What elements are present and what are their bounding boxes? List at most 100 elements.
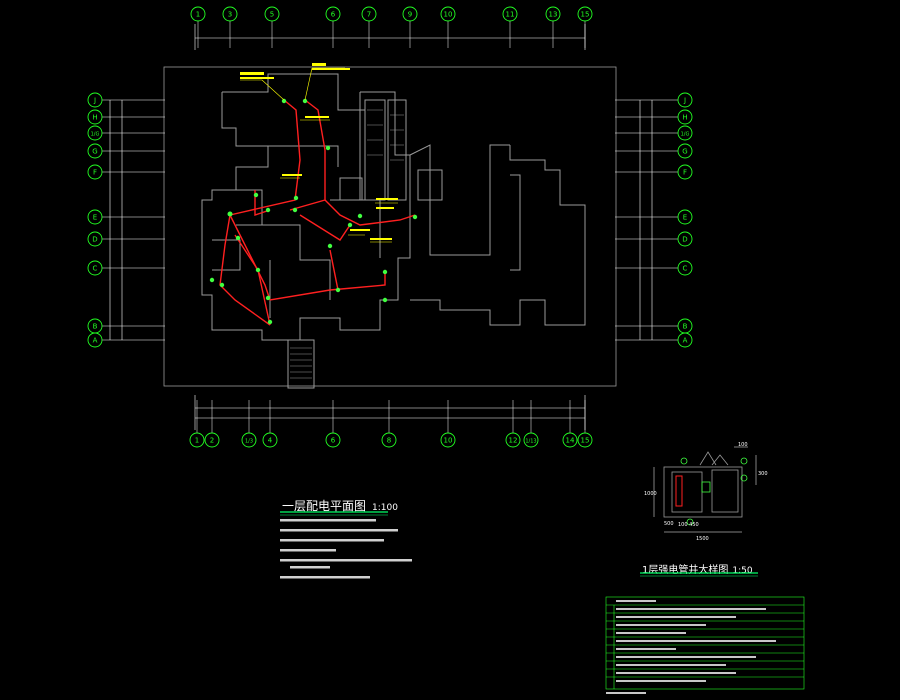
axis-label: G xyxy=(92,148,97,156)
axis-label: J xyxy=(683,97,686,105)
axis-label: 1 xyxy=(196,11,200,19)
axis-label: 2 xyxy=(210,437,214,445)
axis-label: 9 xyxy=(408,11,412,19)
axis-label: A xyxy=(683,337,688,345)
detail-dim-bottom: 1500 xyxy=(696,536,709,542)
axis-top-5: 9 xyxy=(402,6,418,48)
plan-scale: 1:100 xyxy=(372,503,398,513)
axis-bottom-8: 1/13 xyxy=(523,400,539,448)
axis-label: 6 xyxy=(331,11,336,19)
detail-dim-top: 100 xyxy=(738,442,748,448)
axis-label: 6 xyxy=(331,437,336,445)
axis-bottom-1: 2 xyxy=(204,400,220,448)
axis-top-2: 5 xyxy=(264,6,280,48)
axis-left-6: D xyxy=(87,231,165,247)
axis-label: 15 xyxy=(581,11,590,19)
axis-top-6: 10 xyxy=(440,6,456,48)
axis-left-8: B xyxy=(87,318,165,334)
axis-right-0: J xyxy=(615,92,693,108)
axis-label: C xyxy=(683,265,688,273)
axis-right-5: E xyxy=(615,209,693,225)
dimension-left xyxy=(109,100,123,340)
axis-right-1: H xyxy=(615,109,693,125)
axis-label: B xyxy=(683,323,688,331)
axis-label: D xyxy=(682,236,687,244)
axis-left-2: 1/G xyxy=(87,125,165,141)
axis-label: B xyxy=(93,323,98,331)
axis-label: 1/3 xyxy=(245,439,253,445)
axis-top-1: 3 xyxy=(222,6,238,48)
axis-left-4: F xyxy=(87,164,165,180)
axis-bottom-3: 4 xyxy=(262,400,278,448)
axis-label: H xyxy=(92,114,97,122)
axis-label: 10 xyxy=(444,11,453,19)
axis-left-3: G xyxy=(87,143,165,159)
axis-label: H xyxy=(682,114,687,122)
axis-bottom-2: 1/3 xyxy=(241,400,257,448)
axis-left-7: C xyxy=(87,260,165,276)
axis-label: 1/G xyxy=(91,132,100,138)
axis-right-8: B xyxy=(615,318,693,334)
axis-left-9: A xyxy=(87,332,165,348)
detail-scale: 1:50 xyxy=(732,566,753,576)
axis-right-2: 1/G xyxy=(615,125,693,141)
axis-label: 14 xyxy=(566,437,575,445)
axis-bottom-5: 8 xyxy=(381,400,397,448)
axis-bottom-9: 14 xyxy=(562,400,578,448)
detail-dim-left: 1000 xyxy=(644,491,657,497)
axis-left-5: E xyxy=(87,209,165,225)
axis-top-7: 11 xyxy=(502,6,518,48)
callout-text xyxy=(240,63,398,240)
axis-right-7: C xyxy=(615,260,693,276)
axis-top-3: 6 xyxy=(325,6,341,48)
axis-label: 1/G xyxy=(681,132,690,138)
axis-top-0: 1 xyxy=(190,6,206,48)
axis-left-1: H xyxy=(87,109,165,125)
detail-dim-sub: 100 450 xyxy=(678,522,699,528)
axis-label: 8 xyxy=(387,437,391,445)
axis-label: E xyxy=(683,214,687,222)
floor-plan-walls xyxy=(201,73,586,389)
axis-label: 7 xyxy=(367,11,371,19)
title-underline xyxy=(280,511,388,516)
axis-label: F xyxy=(93,169,97,177)
axis-label: G xyxy=(682,148,687,156)
axis-bottom-7: 12 xyxy=(505,400,521,448)
axis-label: 5 xyxy=(270,11,274,19)
plan-frame xyxy=(163,66,617,387)
axis-right-4: F xyxy=(615,164,693,180)
axis-right-9: A xyxy=(615,332,693,348)
detail-dim-side: 500 xyxy=(664,521,674,527)
axis-label: 15 xyxy=(581,437,590,445)
plan-title: 一层配电平面图 1:100 xyxy=(280,497,398,516)
axis-label: 1/13 xyxy=(525,439,536,445)
axis-label: 4 xyxy=(268,437,273,445)
axis-right-3: G xyxy=(615,143,693,159)
axis-bottom-0: 1 xyxy=(189,400,205,448)
axis-top-9: 15 xyxy=(577,6,593,48)
axis-left-0: J xyxy=(87,92,165,108)
axis-label: E xyxy=(93,214,97,222)
axis-label: 11 xyxy=(506,11,515,19)
axis-label: A xyxy=(93,337,98,345)
axis-label: F xyxy=(683,169,687,177)
plan-title-text: 一层配电平面图 xyxy=(282,499,367,513)
axis-label: 3 xyxy=(228,11,232,19)
equipment-marks xyxy=(209,98,418,325)
axis-label: 10 xyxy=(444,437,453,445)
detail-dim-right: 300 xyxy=(758,471,768,477)
axis-label: J xyxy=(93,97,96,105)
axis-top-8: 13 xyxy=(545,6,561,48)
axis-top-4: 7 xyxy=(361,6,377,48)
dimension-right xyxy=(639,100,653,340)
detail-title-underline xyxy=(640,572,758,577)
axis-label: 13 xyxy=(549,11,558,19)
shaft-equipment xyxy=(701,481,711,493)
axis-bottom-6: 10 xyxy=(440,400,456,448)
